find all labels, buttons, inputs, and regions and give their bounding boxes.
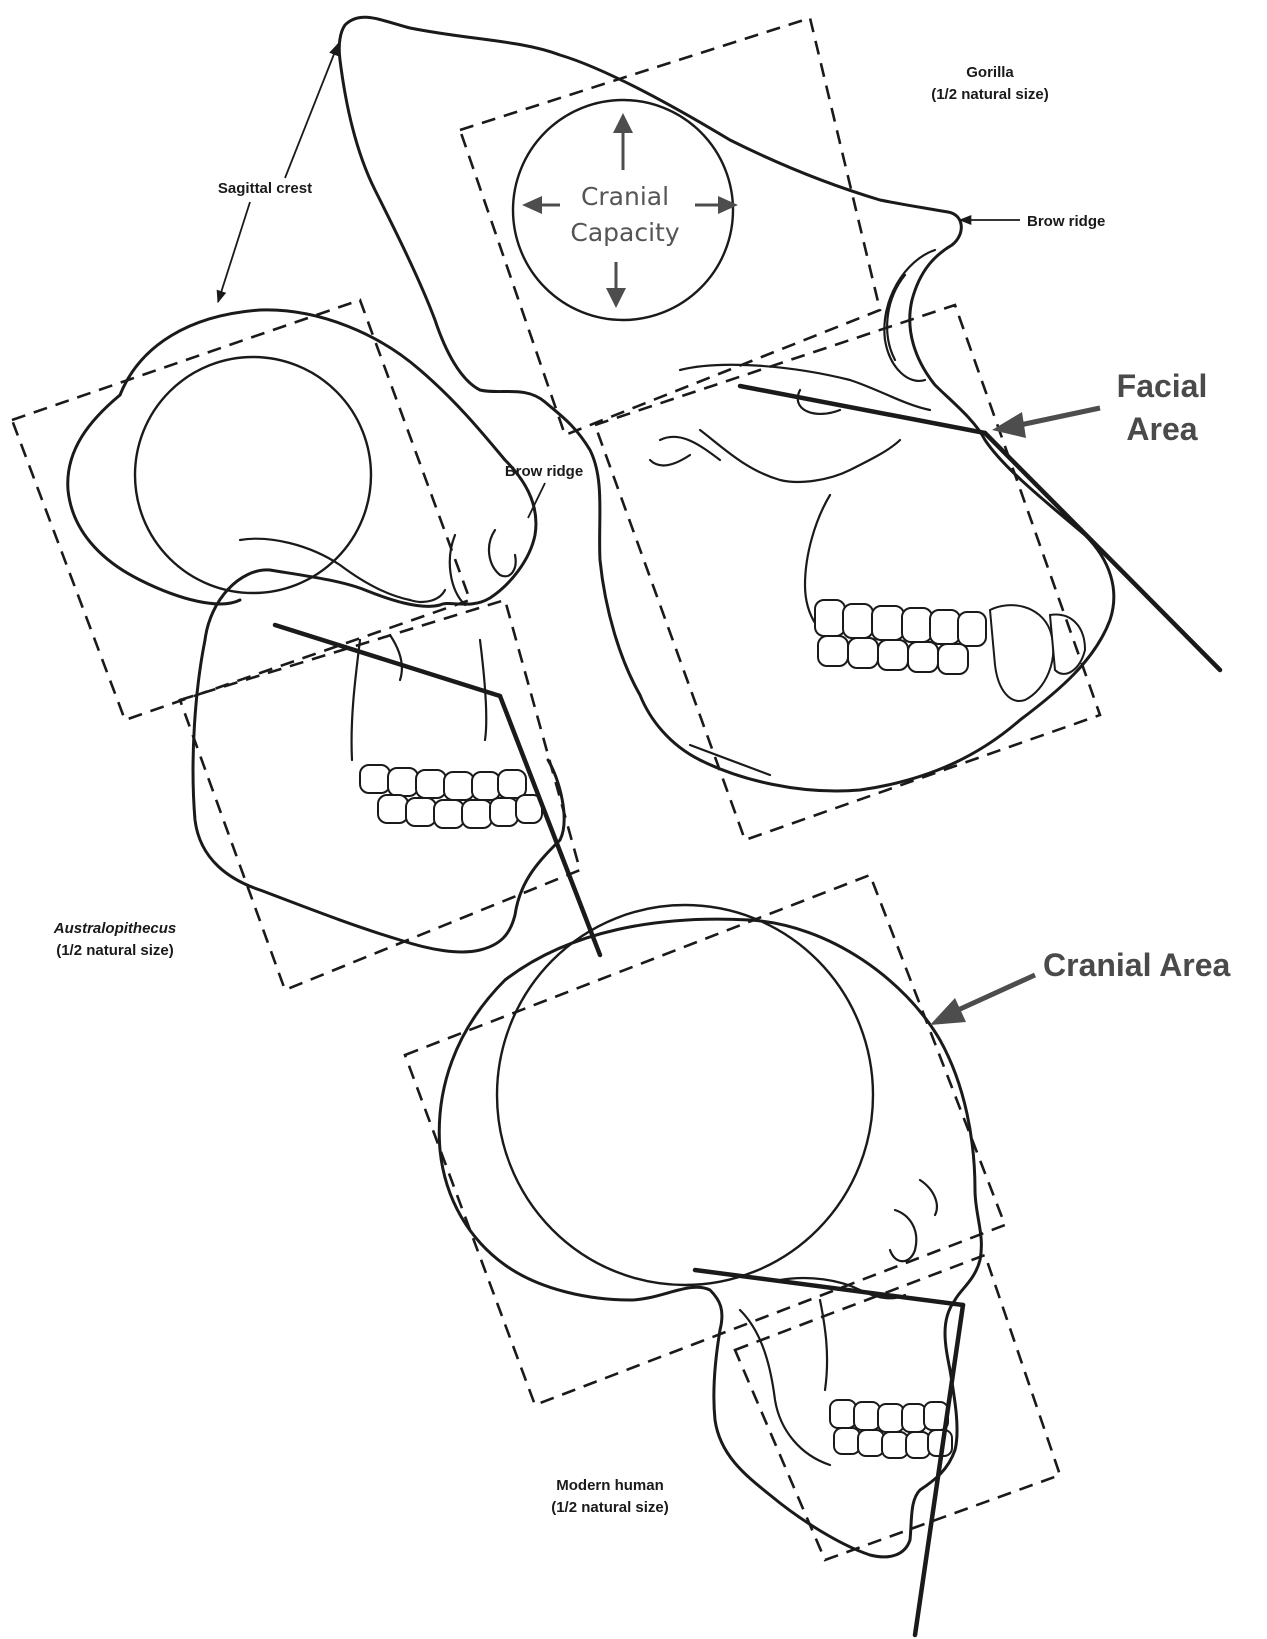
sagittal-crest-pointer-australopithecus	[218, 202, 250, 302]
gorilla-name-label: Gorilla	[966, 64, 1014, 81]
facial-area-label-line1: Facial	[1117, 368, 1208, 404]
brow-ridge-australopithecus-label: Brow ridge	[505, 463, 583, 480]
human-mandible	[740, 1310, 830, 1465]
australopithecus-teeth	[360, 765, 542, 828]
human-brow	[890, 1180, 937, 1261]
human-facial-slope-line	[915, 1305, 963, 1635]
gorilla-skull	[339, 17, 1220, 840]
sagittal-crest-pointer-gorilla	[285, 44, 338, 178]
australopithecus-skull	[12, 300, 600, 990]
gorilla-jaw-line	[650, 437, 720, 466]
australopithecus-cranium-outline	[120, 310, 564, 952]
sagittal-crest-label: Sagittal crest	[218, 180, 312, 197]
facial-area-arrow	[1020, 408, 1100, 425]
human-cranial-box	[405, 875, 1005, 1405]
australopithecus-scale-label: (1/2 natural size)	[56, 942, 174, 959]
gorilla-zygomatic	[680, 365, 930, 482]
australopithecus-back-outline	[68, 395, 240, 604]
cranial-area-arrowhead	[930, 998, 966, 1025]
human-facial-angle-line	[695, 1270, 963, 1305]
human-teeth	[830, 1400, 952, 1458]
cranial-capacity-label-line1: Cranial	[581, 182, 669, 211]
cranial-area-label: Cranial Area	[1043, 947, 1231, 983]
cranial-capacity-label-line2: Capacity	[570, 218, 679, 247]
human-cranium-outline	[439, 919, 981, 1557]
gorilla-scale-label: (1/2 natural size)	[931, 86, 1049, 103]
australopithecus-name-label: Australopithecus	[53, 920, 177, 937]
human-cranial-circle	[497, 905, 873, 1285]
gorilla-teeth	[815, 600, 1085, 701]
human-name-label: Modern human	[556, 1477, 664, 1494]
modern-human-skull	[405, 875, 1060, 1635]
gorilla-facial-angle-line	[740, 386, 985, 433]
cranial-area-arrow	[958, 975, 1035, 1010]
australopithecus-orbit	[450, 530, 516, 605]
australopithecus-cranial-circle	[135, 357, 371, 593]
gorilla-facial-box	[595, 305, 1100, 840]
human-scale-label: (1/2 natural size)	[551, 1499, 669, 1516]
brow-ridge-gorilla-label: Brow ridge	[1027, 213, 1105, 230]
facial-area-label-line2: Area	[1126, 411, 1197, 447]
